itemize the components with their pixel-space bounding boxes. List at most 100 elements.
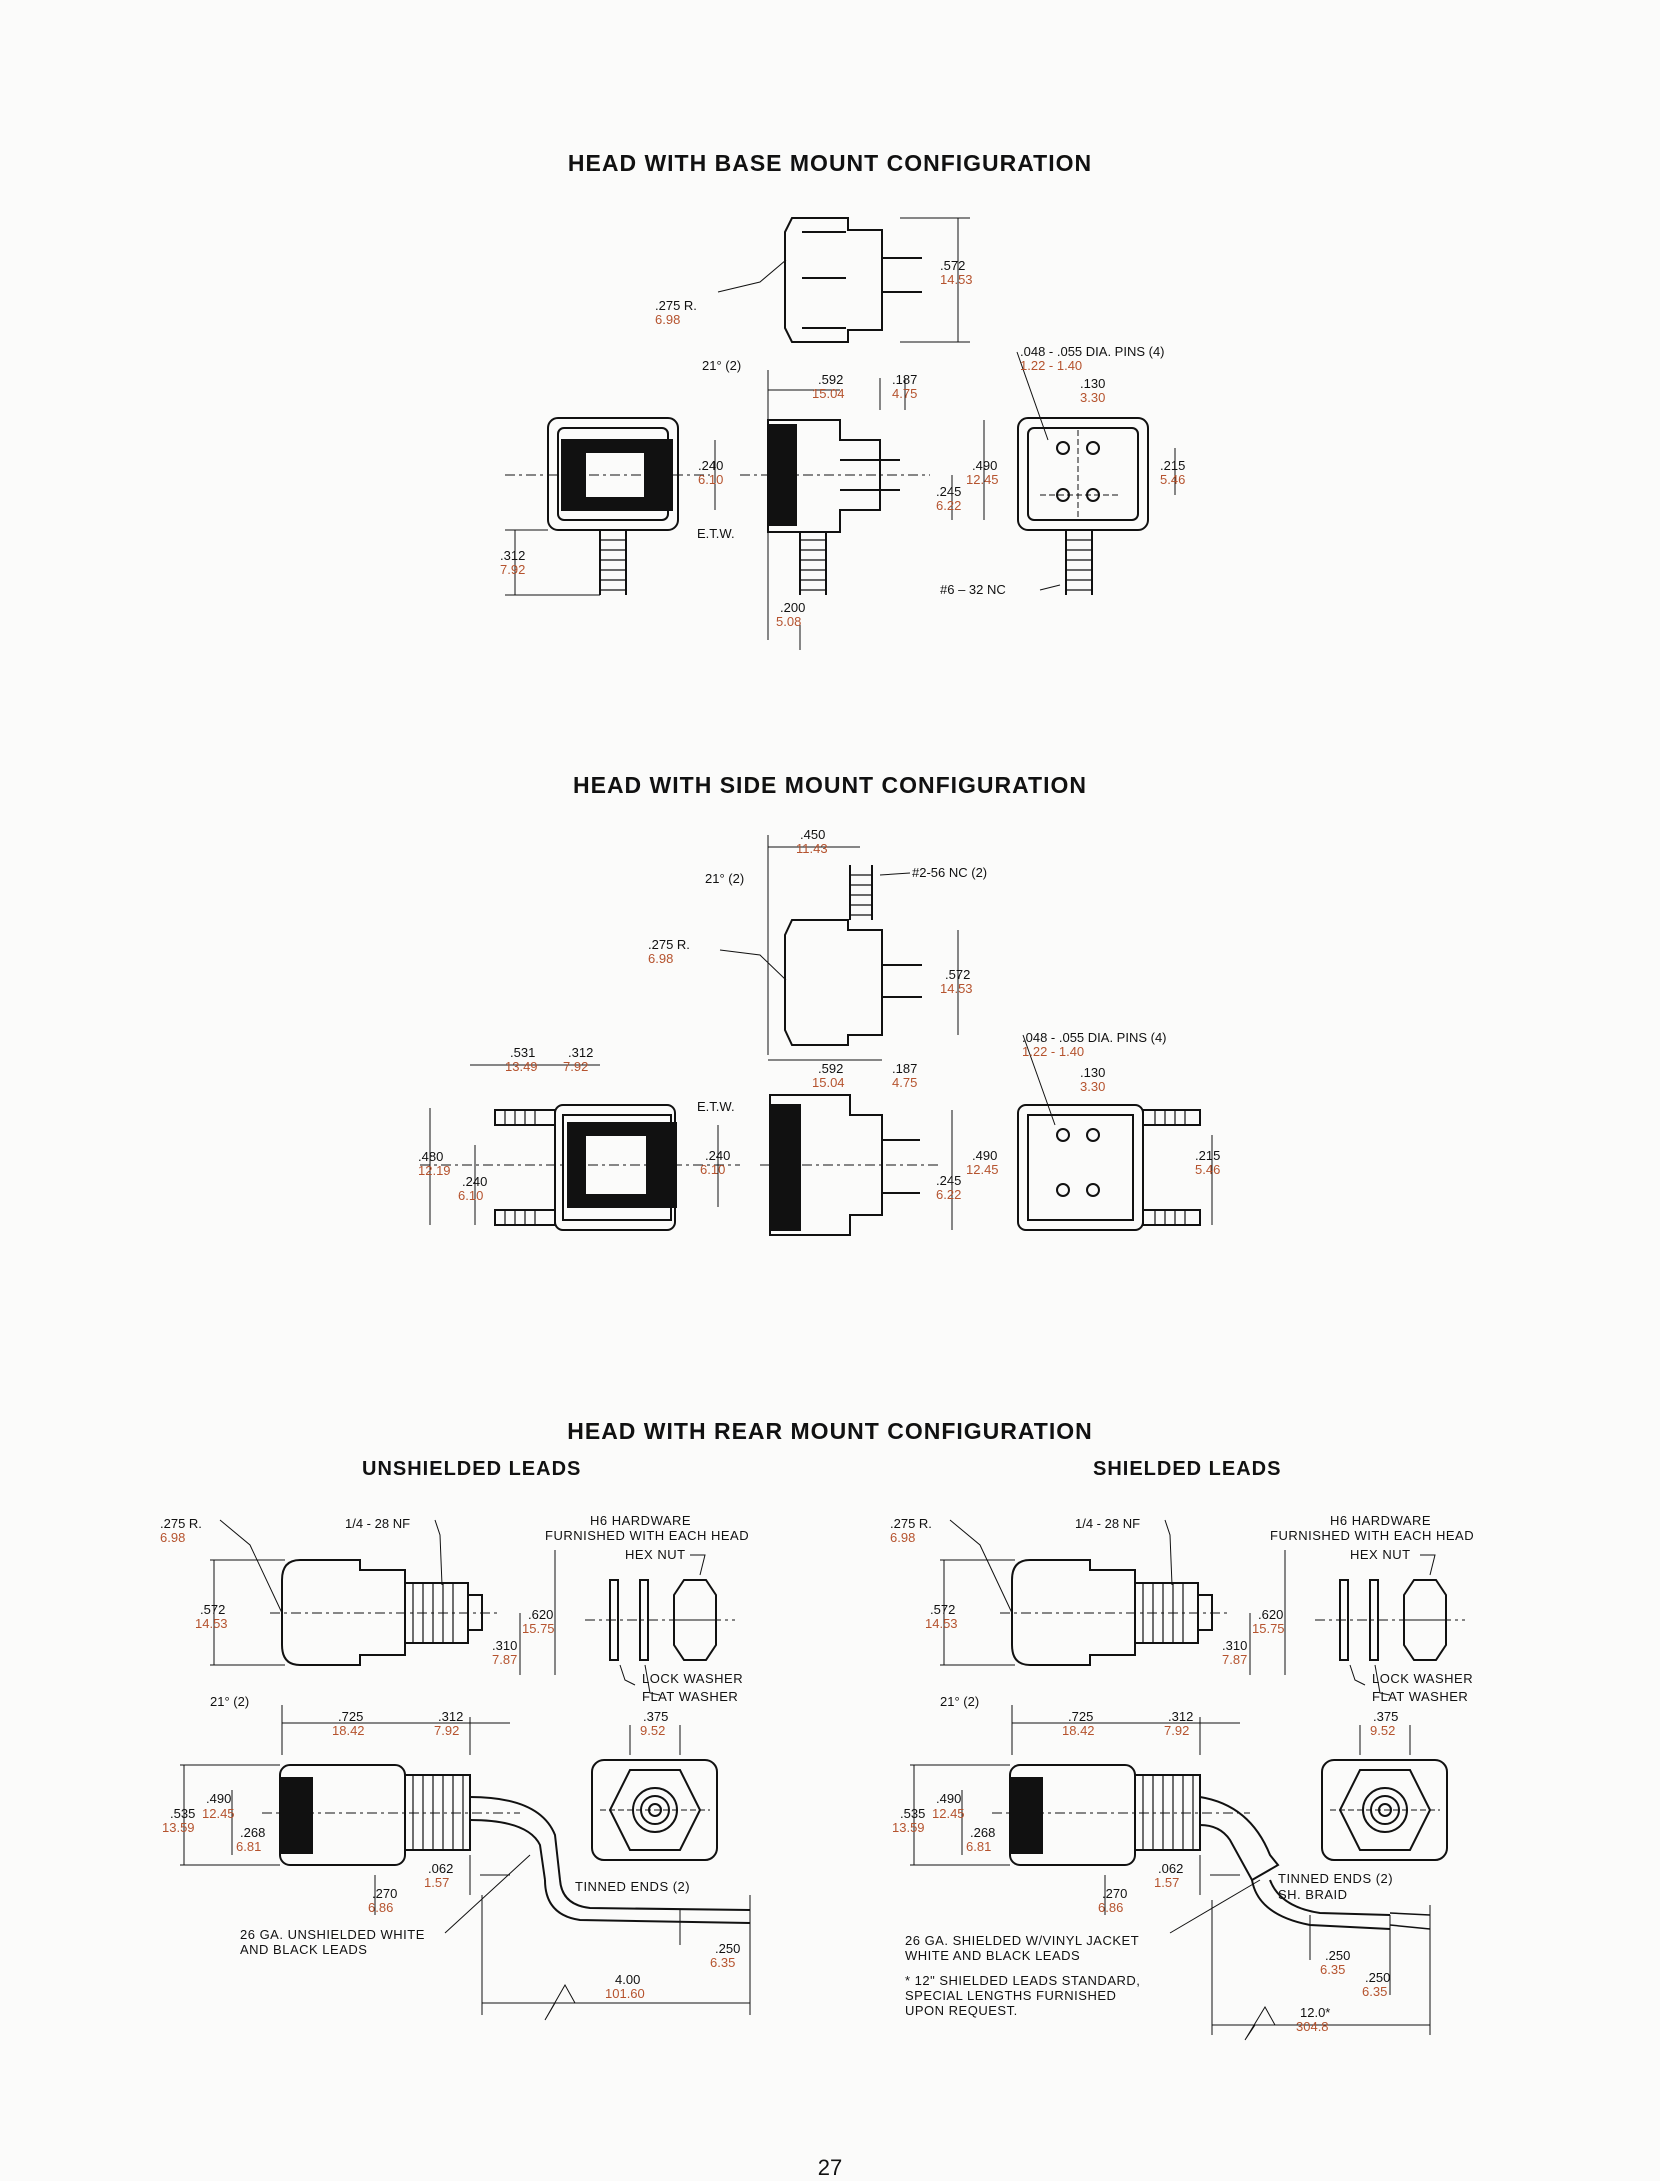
dimension-label-d200-m: 5.08 <box>776 614 801 629</box>
unshielded-subtitle: UNSHIELDED LEADS <box>362 1458 582 1480</box>
base-mount-title: HEAD WITH BASE MOUNT CONFIGURATION <box>567 150 1093 176</box>
dimension-label-flatwasher: FLAT WASHER <box>642 1689 738 1704</box>
dimension-label-angle: 21° (2) <box>940 1694 979 1709</box>
dimension-label-d535: .535 <box>900 1806 925 1821</box>
dimension-label-d450-m: 11.43 <box>796 841 828 856</box>
dimension-label-d245: .245 <box>936 484 961 499</box>
dimension-label-d375: .375 <box>1373 1709 1398 1724</box>
shielded-leads-drawing: .275 R. 6.98 1/4 - 28 NF H6 HARDWARE FUR… <box>890 1513 1474 2041</box>
dimension-label-d375: .375 <box>643 1709 668 1724</box>
dimension-label-d312: .312 <box>500 548 525 563</box>
dimension-label-d187: .187 <box>892 372 917 387</box>
dimension-label-d250b: .250 <box>1365 1970 1390 1985</box>
dimension-label-d250a: .250 <box>1325 1948 1350 1963</box>
dimension-label-d062: .062 <box>428 1861 453 1876</box>
dimension-label-d400-m: 101.60 <box>605 1986 645 2001</box>
dimension-label-note1: * 12" SHIELDED LEADS STANDARD, <box>905 1973 1140 1988</box>
dimension-label-radius-m: 6.98 <box>655 312 680 327</box>
dimension-label-d062-m: 1.57 <box>1154 1875 1179 1890</box>
dimension-label-d312: .312 <box>438 1709 463 1724</box>
dimension-label-d490-m: 12.45 <box>202 1806 235 1821</box>
dimension-label-d130: .130 <box>1080 376 1105 391</box>
dimension-label-d187: .187 <box>892 1061 917 1076</box>
dimension-label-angle: 21° (2) <box>705 871 744 886</box>
dimension-label-d310-m: 7.87 <box>1222 1652 1247 1667</box>
dimension-label-d268: .268 <box>970 1825 995 1840</box>
dimension-label-d310: .310 <box>492 1638 517 1653</box>
dimension-label-hw2: FURNISHED WITH EACH HEAD <box>1270 1528 1474 1543</box>
dimension-label-d375-m: 9.52 <box>1370 1723 1395 1738</box>
dimension-label-d250a-m: 6.35 <box>1320 1962 1345 1977</box>
dimension-label-d250b-m: 6.35 <box>1362 1984 1387 1999</box>
dimension-label-d725: .725 <box>1068 1709 1093 1724</box>
dimension-label-pins: .048 - .055 DIA. PINS (4) <box>1020 344 1165 359</box>
dimension-label-braid: SH. BRAID <box>1278 1887 1348 1902</box>
dimension-label-d240b-m: 6.10 <box>700 1162 725 1177</box>
dimension-label-d120-m: 304.8 <box>1296 2019 1329 2034</box>
dimension-label-d725-m: 18.42 <box>332 1723 365 1738</box>
dimension-label-d480: .480 <box>418 1149 443 1164</box>
shielded-subtitle: SHIELDED LEADS <box>1093 1458 1282 1480</box>
dimension-label-radius: .275 R. <box>890 1516 932 1531</box>
dimension-label-d312-m: 7.92 <box>500 562 525 577</box>
dimension-label-radius-m: 6.98 <box>160 1530 185 1545</box>
dimension-label-d120: 12.0* <box>1300 2005 1330 2020</box>
dimension-label-d310: .310 <box>1222 1638 1247 1653</box>
dimension-label-angle: 21° (2) <box>702 358 741 373</box>
dimension-label-angle: 21° (2) <box>210 1694 249 1709</box>
dimension-label-hexnut: HEX NUT <box>625 1547 686 1562</box>
dimension-label-thread: 1/4 - 28 NF <box>345 1516 410 1531</box>
dimension-label-d535: .535 <box>170 1806 195 1821</box>
dimension-label-d400: 4.00 <box>615 1972 640 1987</box>
dimension-label-d200: .200 <box>780 600 805 615</box>
dimension-label-d062: .062 <box>1158 1861 1183 1876</box>
dimension-label-d312-m: 7.92 <box>563 1059 588 1074</box>
dimension-label-h572-m: 14.53 <box>940 981 973 996</box>
dimension-label-h572: .572 <box>200 1602 225 1617</box>
dimension-label-d130-m: 3.30 <box>1080 390 1105 405</box>
dimension-label-d312: .312 <box>568 1045 593 1060</box>
dimension-label-d592-m: 15.04 <box>812 1075 845 1090</box>
dimension-label-radius: .275 R. <box>160 1516 202 1531</box>
dimension-label-d268-m: 6.81 <box>236 1839 261 1854</box>
dimension-label-lockwasher: LOCK WASHER <box>1372 1671 1473 1686</box>
dimension-label-d250-m: 6.35 <box>710 1955 735 1970</box>
dimension-label-d490-m: 12.45 <box>966 1162 999 1177</box>
dimension-label-d270: .270 <box>1102 1886 1127 1901</box>
dimension-label-d592-m: 15.04 <box>812 386 845 401</box>
dimension-label-d535-m: 13.59 <box>892 1820 925 1835</box>
dimension-label-d725: .725 <box>338 1709 363 1724</box>
dimension-label-pins: .048 - .055 DIA. PINS (4) <box>1022 1030 1167 1045</box>
dimension-label-d245-m: 6.22 <box>936 1187 961 1202</box>
dimension-label-d490: .490 <box>936 1791 961 1806</box>
dimension-label-d620: .620 <box>1258 1607 1283 1622</box>
dimension-label-d215-m: 5.46 <box>1195 1162 1220 1177</box>
dimension-label-d270-m: 6.86 <box>1098 1900 1123 1915</box>
dimension-label-thread: #6 – 32 NC <box>940 582 1006 597</box>
dimension-label-d450: .450 <box>800 827 825 842</box>
dimension-label-d490: .490 <box>206 1791 231 1806</box>
side-mount-drawing: .450 11.43 21° (2) #2-56 NC (2) .275 R. … <box>418 827 1220 1236</box>
dimension-label-leads1: 26 GA. SHIELDED W/VINYL JACKET <box>905 1933 1139 1948</box>
dimension-label-d187-m: 4.75 <box>892 1075 917 1090</box>
dimension-label-d240-m: 6.10 <box>698 472 723 487</box>
rear-mount-title: HEAD WITH REAR MOUNT CONFIGURATION <box>567 1418 1093 1444</box>
dimension-label-thread: 1/4 - 28 NF <box>1075 1516 1140 1531</box>
dimension-label-leads2: WHITE AND BLACK LEADS <box>905 1948 1080 1963</box>
base-mount-drawing: .572 14.53 .275 R. 6.98 21° (2) .048 - .… <box>500 217 1185 650</box>
dimension-label-d245-m: 6.22 <box>936 498 961 513</box>
dimension-label-d130: .130 <box>1080 1065 1105 1080</box>
dimension-label-hw1: H6 HARDWARE <box>1330 1513 1431 1528</box>
dimension-label-d592: .592 <box>818 1061 843 1076</box>
dimension-label-h572-m: 14.53 <box>940 272 973 287</box>
dimension-label-h572-m: 14.53 <box>925 1616 958 1631</box>
dimension-label-d620-m: 15.75 <box>522 1621 555 1636</box>
dimension-label-d270-m: 6.86 <box>368 1900 393 1915</box>
dimension-label-d215-m: 5.46 <box>1160 472 1185 487</box>
dimension-label-leads2: AND BLACK LEADS <box>240 1942 367 1957</box>
dimension-label-etw: E.T.W. <box>697 526 735 541</box>
dimension-label-d312-m: 7.92 <box>1164 1723 1189 1738</box>
dimension-label-d130-m: 3.30 <box>1080 1079 1105 1094</box>
dimension-label-d250: .250 <box>715 1941 740 1956</box>
dimension-label-d490: .490 <box>972 458 997 473</box>
